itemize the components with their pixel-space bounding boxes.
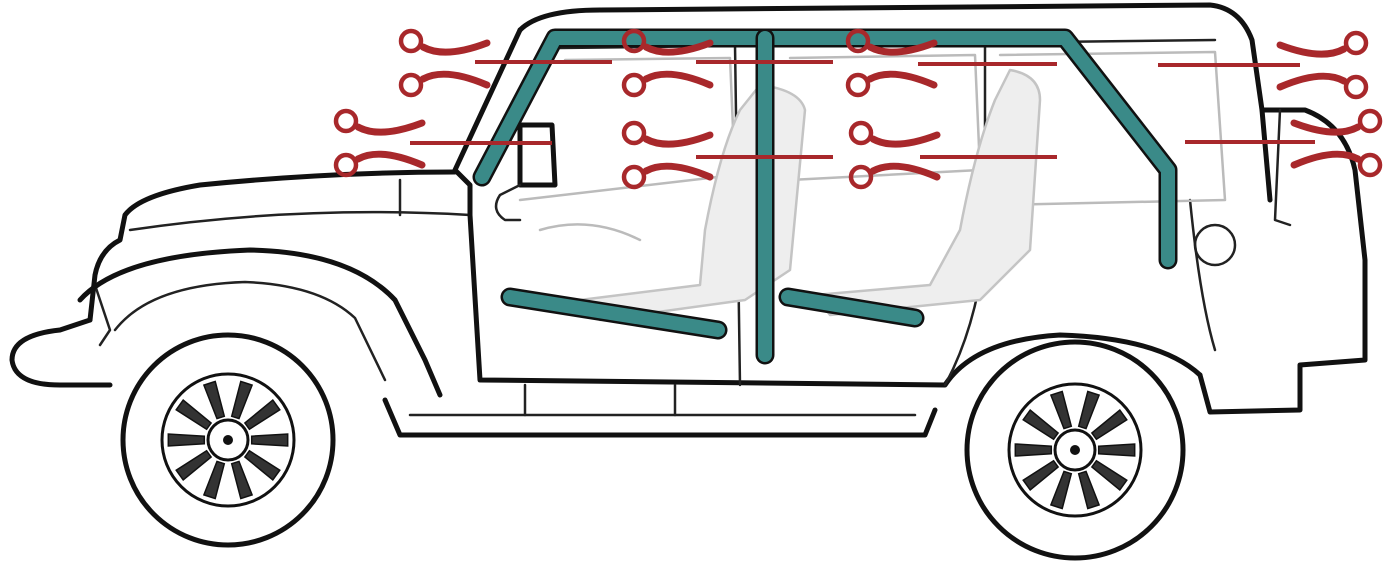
- rocker-panel: [385, 400, 935, 435]
- scissor-ring: [1346, 33, 1366, 53]
- rear-wheel: [967, 342, 1183, 558]
- scissor-blade: [646, 166, 710, 177]
- side-mirror: [520, 125, 555, 185]
- scissor-blade: [358, 154, 422, 165]
- scissors-icon: [401, 31, 487, 95]
- scissor-ring: [848, 75, 868, 95]
- scissor-blade: [870, 74, 934, 85]
- grille: [95, 285, 110, 345]
- hood-line: [130, 212, 470, 230]
- cut-mark-cut-c-upper: [1158, 33, 1366, 97]
- front-wheel: [123, 335, 333, 545]
- dash: [540, 224, 640, 240]
- wheel-spoke: [1015, 444, 1051, 456]
- rear-seat: [815, 70, 1040, 315]
- side-step: [525, 385, 675, 415]
- fuel-door: [1195, 225, 1235, 265]
- scissor-ring: [401, 75, 421, 95]
- scissor-blade: [1294, 154, 1358, 165]
- rear-tail-light: [1275, 110, 1290, 225]
- roof-rail-tube-outline: [482, 38, 1168, 260]
- mirror-arm: [496, 185, 520, 220]
- wheel-spoke: [252, 434, 288, 446]
- scissor-blade: [1280, 45, 1344, 54]
- scissor-ring: [624, 75, 644, 95]
- scissor-ring: [851, 123, 871, 143]
- scissor-blade: [873, 135, 937, 144]
- scissor-blade: [646, 74, 710, 85]
- scissor-blade: [358, 123, 422, 132]
- roll-cage: [482, 38, 1168, 355]
- wheel-spoke: [168, 434, 204, 446]
- scissors-icon: [336, 111, 422, 175]
- scissor-ring: [401, 31, 421, 51]
- scissor-ring: [1346, 77, 1366, 97]
- scissor-blade: [423, 43, 487, 52]
- scissor-ring: [336, 111, 356, 131]
- scissor-blade: [646, 135, 710, 144]
- scissor-ring: [1360, 111, 1380, 131]
- scissor-ring: [1360, 155, 1380, 175]
- cut-mark-cut-c-lower: [1185, 111, 1380, 175]
- front-bumper: [12, 320, 110, 385]
- wheel-spoke: [1099, 444, 1135, 456]
- rear-hub-center: [1070, 445, 1080, 455]
- rear-fender-line: [1190, 200, 1215, 350]
- roof-rail-tube: [482, 38, 1168, 260]
- front-hub-center: [223, 435, 233, 445]
- scissor-blade: [1280, 76, 1344, 87]
- scissor-blade: [423, 74, 487, 85]
- scissor-ring: [624, 167, 644, 187]
- scissor-ring: [624, 123, 644, 143]
